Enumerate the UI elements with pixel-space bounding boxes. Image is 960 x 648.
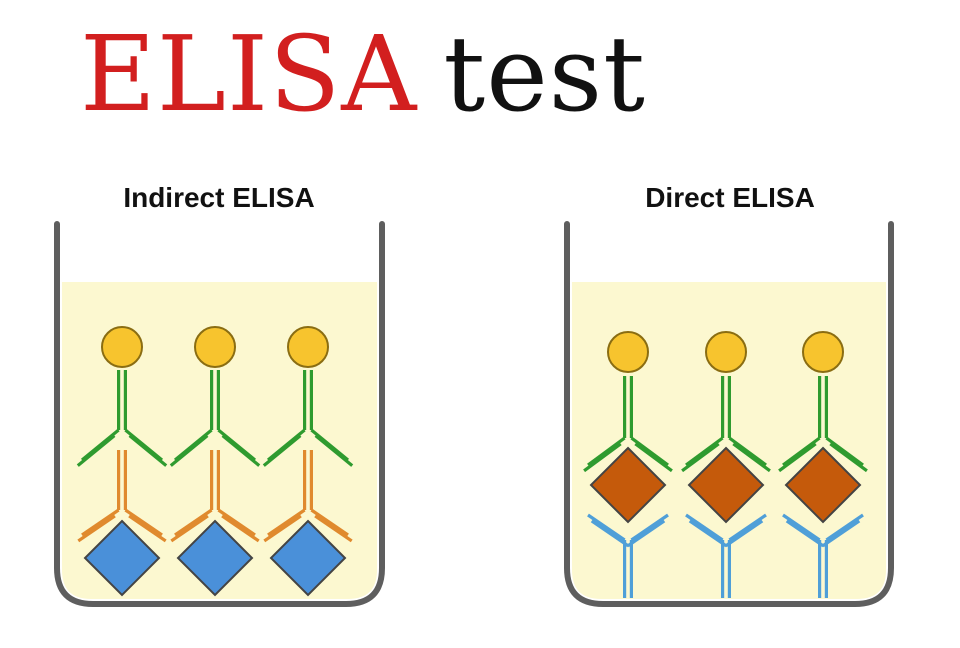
detection-antibody-green-2-arm-right-b [732, 442, 771, 473]
primary-antibody-orange-3-arm-left-a [267, 508, 306, 537]
detection-antibody-green-3-arm-right-a [825, 436, 864, 467]
primary-antibody-orange-3-arm-right-b [314, 514, 353, 543]
primary-antibody-orange-1-arm-right-b [128, 514, 167, 543]
title-word-test: test [443, 13, 646, 135]
capture-antibody-blue-3-arm-left-b [785, 519, 825, 548]
antigen-blue-3 [269, 519, 347, 597]
primary-antibody-orange-2-arm-right-b [221, 514, 260, 543]
capture-antibody-blue-2-arm-right-a [728, 513, 767, 542]
antigen-brown-1 [589, 446, 667, 524]
secondary-antibody-green-1-arm-right-b [128, 434, 168, 467]
primary-antibody-orange-1-arm-left-a [81, 508, 120, 537]
secondary-antibody-green-1-arm-right-a [124, 428, 164, 462]
primary-antibody-orange-1-arm-left-b [77, 514, 116, 543]
detection-antibody-green-3-arm-right-b [829, 442, 868, 473]
enzyme-2 [194, 326, 236, 368]
well-direct-wall [564, 221, 894, 607]
detection-antibody-green-1-arm-left-b [583, 442, 622, 473]
title-word-elisa: ELISA [80, 13, 418, 135]
panel-title-indirect-elisa: Indirect ELISA [123, 182, 315, 213]
primary-antibody-orange-3-arm-left-b [263, 514, 302, 543]
enzyme-3 [287, 326, 329, 368]
primary-antibody-orange-3-arm-right-a [310, 508, 349, 537]
secondary-antibody-green-3-arm-left-b [262, 434, 302, 467]
detection-antibody-green-1 [583, 376, 673, 473]
detection-antibody-green-1-arm-right-a [630, 436, 669, 467]
enzyme-direct-1 [607, 331, 649, 373]
secondary-antibody-green-1 [76, 370, 168, 467]
capture-antibody-blue-2 [685, 513, 767, 598]
capture-antibody-blue-2-arm-left-a [685, 513, 724, 542]
primary-antibody-orange-2-arm-left-b [170, 514, 209, 543]
detection-antibody-green-3-arm-left-b [778, 442, 817, 473]
capture-antibody-blue-1-arm-right-a [630, 513, 669, 542]
capture-antibody-blue-1 [587, 513, 669, 598]
antigen-brown-2 [687, 446, 765, 524]
primary-antibody-orange-1-arm-right-a [124, 508, 163, 537]
detection-antibody-green-2-arm-left-b [681, 442, 720, 473]
capture-antibody-blue-3-arm-right-a [825, 513, 864, 542]
primary-antibody-orange-3 [263, 450, 353, 543]
capture-antibody-blue-3-arm-left-a [782, 513, 821, 542]
well-direct [564, 221, 894, 607]
antigen-blue-2 [176, 519, 254, 597]
detection-antibody-green-1-arm-right-b [634, 442, 673, 473]
secondary-antibody-green-3-arm-left-a [266, 428, 306, 462]
capture-antibody-blue-2-arm-right-b [724, 519, 764, 548]
detection-antibody-green-2-arm-right-a [728, 436, 767, 467]
capture-antibody-blue-2-arm-left-b [688, 519, 728, 548]
secondary-antibody-green-2 [169, 370, 261, 467]
primary-antibody-orange-1 [77, 450, 167, 543]
enzyme-direct-3 [802, 331, 844, 373]
secondary-antibody-green-3-arm-right-b [314, 434, 354, 467]
antigen-blue-1 [83, 519, 161, 597]
capture-antibody-blue-3 [782, 513, 864, 598]
secondary-antibody-green-1-arm-left-a [80, 428, 120, 462]
well-indirect [54, 221, 385, 607]
enzyme-1 [101, 326, 143, 368]
secondary-antibody-green-2-arm-left-b [169, 434, 209, 467]
detection-antibody-green-2 [681, 376, 771, 473]
panel-title-direct-elisa: Direct ELISA [645, 182, 815, 213]
detection-antibody-green-3 [778, 376, 868, 473]
secondary-antibody-green-2-arm-left-a [173, 428, 213, 462]
secondary-antibody-green-2-arm-right-a [217, 428, 257, 462]
primary-antibody-orange-2-arm-left-a [174, 508, 213, 537]
detection-antibody-green-1-arm-left-a [587, 436, 626, 467]
antigen-brown-3 [784, 446, 862, 524]
secondary-antibody-green-3-arm-right-a [310, 428, 350, 462]
enzyme-direct-2 [705, 331, 747, 373]
secondary-antibody-green-3 [262, 370, 354, 467]
detection-antibody-green-2-arm-left-a [685, 436, 724, 467]
capture-antibody-blue-1-arm-left-b [590, 519, 630, 548]
secondary-antibody-green-1-arm-left-b [76, 434, 116, 467]
primary-antibody-orange-2 [170, 450, 260, 543]
detection-antibody-green-3-arm-left-a [782, 436, 821, 467]
secondary-antibody-green-2-arm-right-b [221, 434, 261, 467]
capture-antibody-blue-1-arm-left-a [587, 513, 626, 542]
capture-antibody-blue-1-arm-right-b [626, 519, 666, 548]
capture-antibody-blue-3-arm-right-b [821, 519, 861, 548]
primary-antibody-orange-2-arm-right-a [217, 508, 256, 537]
well-indirect-wall [54, 221, 385, 607]
